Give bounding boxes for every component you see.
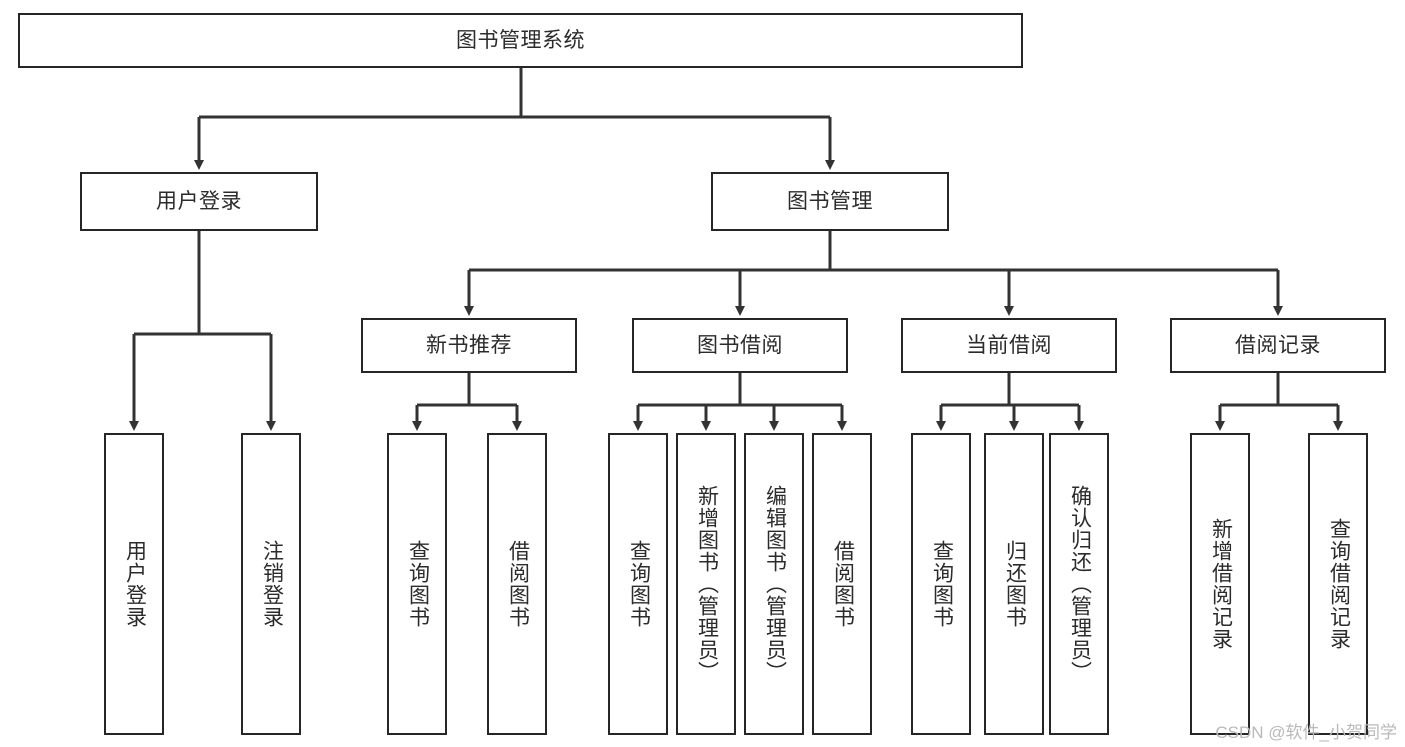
leaf-query-book-borrow[interactable]: 查询图书: [608, 433, 668, 735]
leaf-add-book-label: 新增图书（管理员）: [695, 485, 719, 683]
node-book-borrow-label: 图书借阅: [697, 333, 783, 357]
leaf-confirm-return-label: 确认归还（管理员）: [1068, 485, 1092, 683]
leaf-borrow-book-rec-label: 借阅图书: [506, 540, 530, 628]
leaf-query-record[interactable]: 查询借阅记录: [1308, 433, 1368, 735]
node-new-book-rec-label: 新书推荐: [426, 333, 512, 357]
leaf-borrow-book[interactable]: 借阅图书: [812, 433, 872, 735]
leaf-query-record-label: 查询借阅记录: [1327, 518, 1351, 650]
leaf-query-book-rec[interactable]: 查询图书: [387, 433, 447, 735]
leaf-edit-book[interactable]: 编辑图书（管理员）: [744, 433, 804, 735]
node-root-label: 图书管理系统: [456, 28, 585, 52]
node-book-manage[interactable]: 图书管理: [711, 172, 949, 231]
node-user-login-label: 用户登录: [156, 189, 242, 213]
node-new-book-rec[interactable]: 新书推荐: [361, 318, 577, 373]
leaf-edit-book-label: 编辑图书（管理员）: [763, 485, 787, 683]
leaf-user-logout[interactable]: 注销登录: [241, 433, 301, 735]
leaf-user-login[interactable]: 用户登录: [104, 433, 164, 735]
leaf-add-record-label: 新增借阅记录: [1209, 518, 1233, 650]
leaf-query-book-borrow-label: 查询图书: [627, 540, 651, 628]
leaf-borrow-book-label: 借阅图书: [831, 540, 855, 628]
leaf-return-book-label: 归还图书: [1003, 540, 1027, 628]
leaf-borrow-book-rec[interactable]: 借阅图书: [487, 433, 547, 735]
node-borrow-record[interactable]: 借阅记录: [1170, 318, 1386, 373]
leaf-add-record[interactable]: 新增借阅记录: [1190, 433, 1250, 735]
node-current-borrow[interactable]: 当前借阅: [901, 318, 1117, 373]
node-root[interactable]: 图书管理系统: [18, 13, 1023, 68]
leaf-return-book[interactable]: 归还图书: [984, 433, 1044, 735]
node-book-manage-label: 图书管理: [787, 189, 873, 213]
leaf-user-login-label: 用户登录: [123, 540, 147, 628]
leaf-query-book-current-label: 查询图书: [930, 540, 954, 628]
leaf-query-book-rec-label: 查询图书: [406, 540, 430, 628]
connector-lines: [129, 68, 1343, 431]
leaf-confirm-return[interactable]: 确认归还（管理员）: [1049, 433, 1109, 735]
leaf-add-book[interactable]: 新增图书（管理员）: [676, 433, 736, 735]
node-book-borrow[interactable]: 图书借阅: [632, 318, 848, 373]
leaf-user-logout-label: 注销登录: [260, 540, 284, 628]
leaf-query-book-current[interactable]: 查询图书: [911, 433, 971, 735]
node-borrow-record-label: 借阅记录: [1235, 333, 1321, 357]
node-user-login[interactable]: 用户登录: [80, 172, 318, 231]
node-current-borrow-label: 当前借阅: [966, 333, 1052, 357]
